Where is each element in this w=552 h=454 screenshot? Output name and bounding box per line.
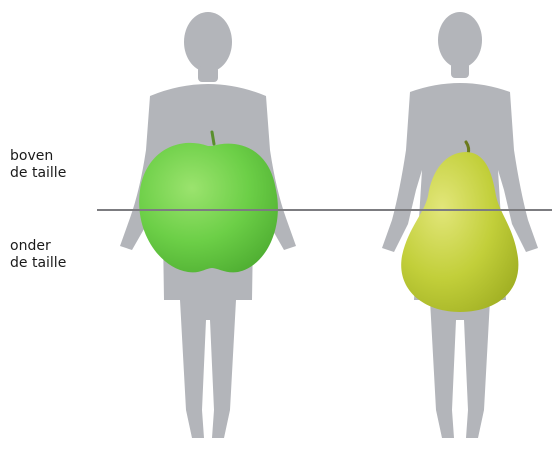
label-above-line1: boven <box>10 148 66 165</box>
label-below-line2: de taille <box>10 255 66 272</box>
label-below-line1: onder <box>10 238 66 255</box>
label-below-waist: onder de taille <box>10 238 66 272</box>
label-above-waist: boven de taille <box>10 148 66 182</box>
label-above-line2: de taille <box>10 165 66 182</box>
